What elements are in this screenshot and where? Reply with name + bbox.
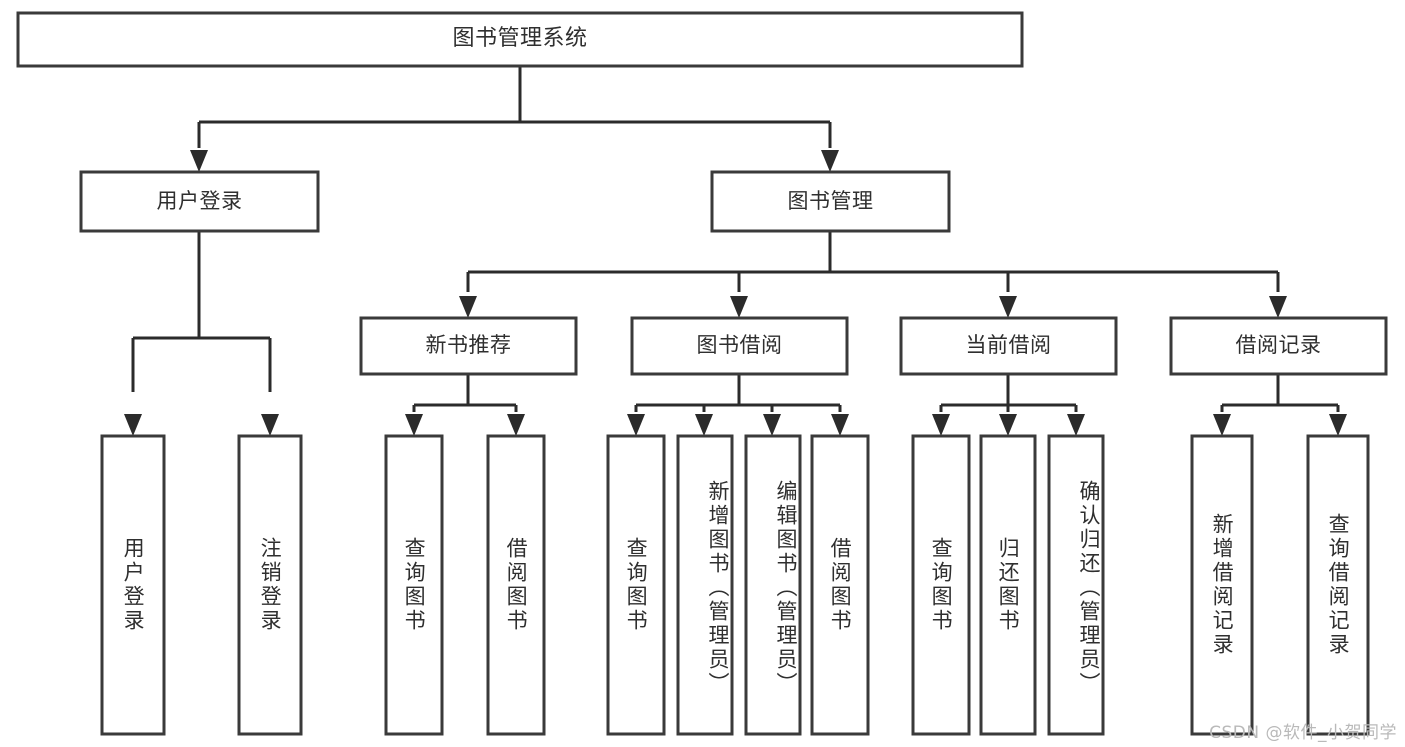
arrow-head-leaf-add-record bbox=[1213, 414, 1231, 436]
arrow-head-leaf-query-record bbox=[1329, 414, 1347, 436]
arrow-head-borrow-record bbox=[1269, 296, 1287, 318]
node-box-leaf-logout[interactable] bbox=[237, 434, 303, 736]
node-box-leaf-query-book-1[interactable] bbox=[384, 434, 444, 736]
node-box-leaf-user-login[interactable] bbox=[100, 434, 166, 736]
arrow-head-book-borrow bbox=[730, 296, 748, 318]
arrow-head-leaf-confirm-return bbox=[1067, 414, 1085, 436]
node-box-leaf-borrow-book-1[interactable] bbox=[486, 434, 546, 736]
arrow-head-leaf-query-book-3 bbox=[932, 414, 950, 436]
node-box-leaf-query-record[interactable] bbox=[1306, 434, 1370, 736]
arrow-head-leaf-edit-book bbox=[763, 414, 781, 436]
arrow-head-book-manage bbox=[821, 150, 839, 172]
node-box-leaf-borrow-book-2[interactable] bbox=[810, 434, 870, 736]
connector-layer bbox=[124, 66, 1347, 436]
node-box-leaf-query-book-2[interactable] bbox=[606, 434, 666, 736]
arrow-head-leaf-return-book bbox=[999, 414, 1017, 436]
node-box-leaf-return-book[interactable] bbox=[979, 434, 1037, 736]
arrow-head-leaf-query-book-2 bbox=[627, 414, 645, 436]
arrow-head-new-book bbox=[459, 296, 477, 318]
arrow-head-leaf-user-login bbox=[124, 414, 142, 436]
arrow-head-leaf-borrow-book-1 bbox=[507, 414, 525, 436]
node-box-leaf-query-book-3[interactable] bbox=[911, 434, 971, 736]
node-box-borrow-record[interactable] bbox=[1169, 316, 1388, 376]
node-box-book-borrow[interactable] bbox=[630, 316, 849, 376]
node-box-leaf-add-record[interactable] bbox=[1190, 434, 1254, 736]
arrow-head-leaf-logout bbox=[261, 414, 279, 436]
arrow-head-current-borrow bbox=[999, 296, 1017, 318]
box-layer bbox=[16, 11, 1388, 736]
arrow-head-leaf-query-book-1 bbox=[405, 414, 423, 436]
node-box-root-system[interactable] bbox=[16, 11, 1024, 68]
node-box-book-manage[interactable] bbox=[710, 170, 951, 233]
node-box-leaf-confirm-return[interactable] bbox=[1047, 434, 1105, 736]
node-box-leaf-add-book[interactable] bbox=[676, 434, 734, 736]
arrow-head-leaf-borrow-book-2 bbox=[831, 414, 849, 436]
node-box-current-borrow[interactable] bbox=[899, 316, 1118, 376]
node-box-user-login[interactable] bbox=[79, 170, 320, 233]
arrow-head-user-login bbox=[190, 150, 208, 172]
node-box-leaf-edit-book[interactable] bbox=[744, 434, 802, 736]
arrow-head-leaf-add-book bbox=[695, 414, 713, 436]
node-box-new-book-recommend[interactable] bbox=[359, 316, 578, 376]
